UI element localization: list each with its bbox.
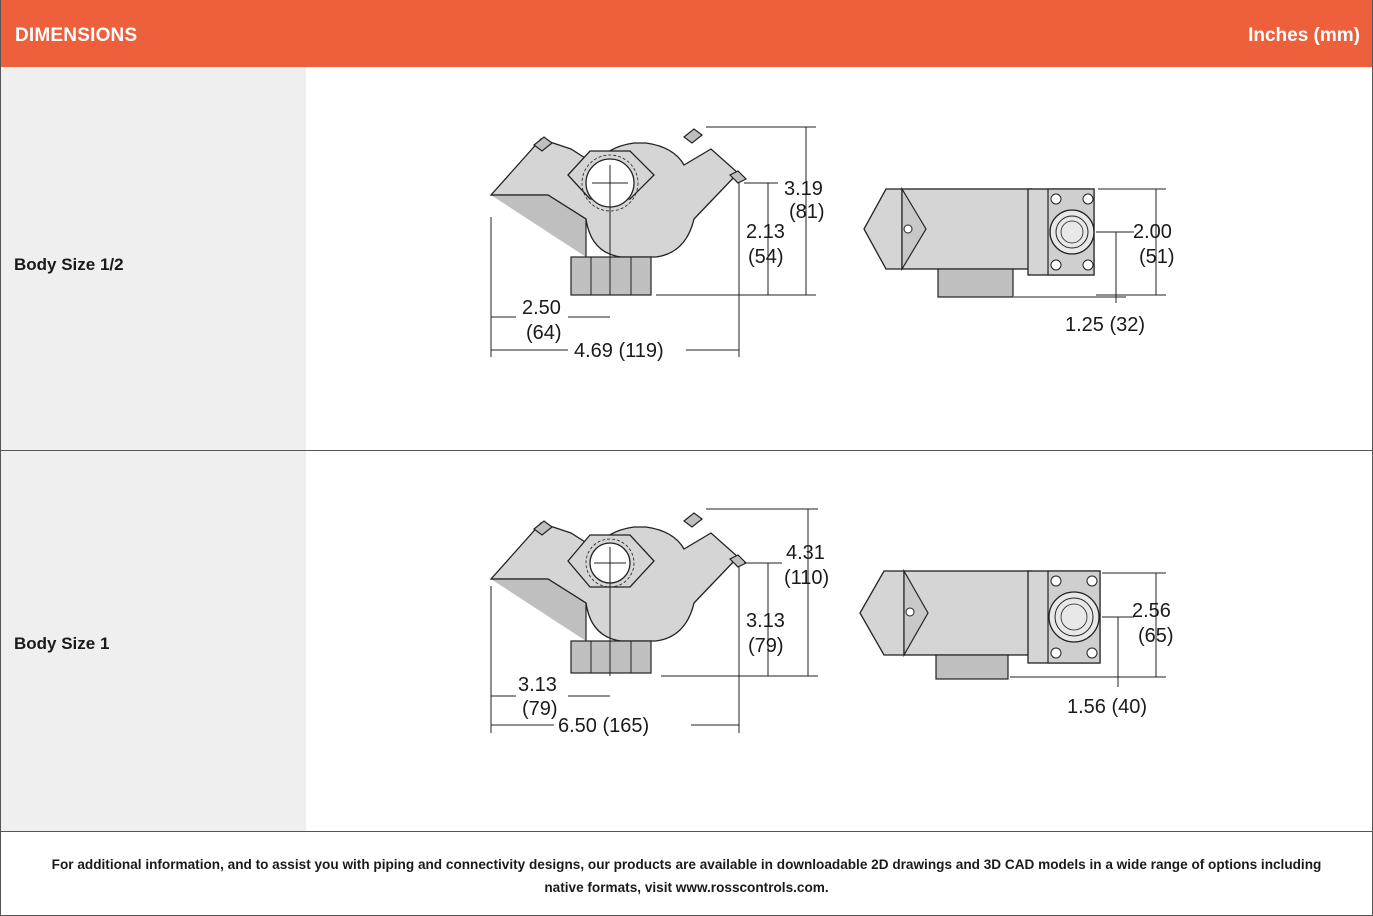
dim-width-total: 4.69 (119) xyxy=(574,340,664,362)
dim-half-width: 3.13 xyxy=(518,674,557,696)
dimension-drawing: 4.31 (110) 3.13 (79) 3.13 (79) 6.50 (165… xyxy=(306,451,1372,831)
dim-width-total: 6.50 (165) xyxy=(558,715,649,737)
dim-height-total: 3.19 xyxy=(784,178,823,200)
front-view xyxy=(489,128,748,296)
dim-side-offset: 1.25 (32) xyxy=(1065,314,1145,336)
body-size-row: Body Size 1 xyxy=(1,451,1372,832)
body-size-label: Body Size 1/2 xyxy=(14,255,124,274)
dimension-drawing: 3.19 (81) 2.13 (54) 2.50 (64) 4.69 (119) xyxy=(306,67,1372,450)
front-view xyxy=(489,512,748,676)
dim-height-center-mm: (79) xyxy=(748,635,784,657)
dim-side-height-mm: (65) xyxy=(1138,625,1174,647)
dim-half-width-mm: (79) xyxy=(522,698,558,720)
section-header: DIMENSIONS Inches (mm) xyxy=(1,0,1372,67)
footer-note: For additional information, and to assis… xyxy=(1,832,1372,916)
section-title: DIMENSIONS xyxy=(15,25,138,46)
dim-height-total: 4.31 xyxy=(786,542,825,564)
valve-drawing: 4.31 (110) 3.13 (79) 3.13 (79) 6.50 (165… xyxy=(489,508,1174,737)
row-label-cell: Body Size 1 xyxy=(1,451,306,831)
body-size-label: Body Size 1 xyxy=(14,634,110,653)
body-size-row: Body Size 1/2 xyxy=(1,67,1372,451)
dim-height-center: 2.13 xyxy=(746,221,785,243)
dim-side-offset: 1.56 (40) xyxy=(1067,696,1147,718)
dim-height-center-mm: (54) xyxy=(748,246,784,268)
units-label: Inches (mm) xyxy=(1248,25,1360,46)
side-dimensions: 2.56 (65) 1.56 (40) xyxy=(1010,572,1174,718)
dim-half-width: 2.50 xyxy=(522,297,561,319)
side-dimensions: 2.00 (51) 1.25 (32) xyxy=(1014,188,1175,336)
dim-height-total-mm: (81) xyxy=(789,201,825,223)
dim-height-total-mm: (110) xyxy=(784,567,829,589)
dim-side-height: 2.00 xyxy=(1133,221,1172,243)
footer-text: For additional information, and to assis… xyxy=(51,857,1322,895)
side-view xyxy=(859,568,1101,680)
dim-side-height-mm: (51) xyxy=(1139,246,1175,268)
side-view xyxy=(863,186,1095,298)
dim-side-height: 2.56 xyxy=(1132,600,1171,622)
front-dimensions: 4.31 (110) 3.13 (79) 3.13 (79) 6.50 (165… xyxy=(490,508,829,737)
dim-half-width-mm: (64) xyxy=(526,322,562,344)
valve-drawing: 3.19 (81) 2.13 (54) 2.50 (64) 4.69 (119) xyxy=(489,126,1175,362)
row-label-cell: Body Size 1/2 xyxy=(1,67,306,450)
dim-height-center: 3.13 xyxy=(746,610,785,632)
front-dimensions: 3.19 (81) 2.13 (54) 2.50 (64) 4.69 (119) xyxy=(490,126,825,362)
